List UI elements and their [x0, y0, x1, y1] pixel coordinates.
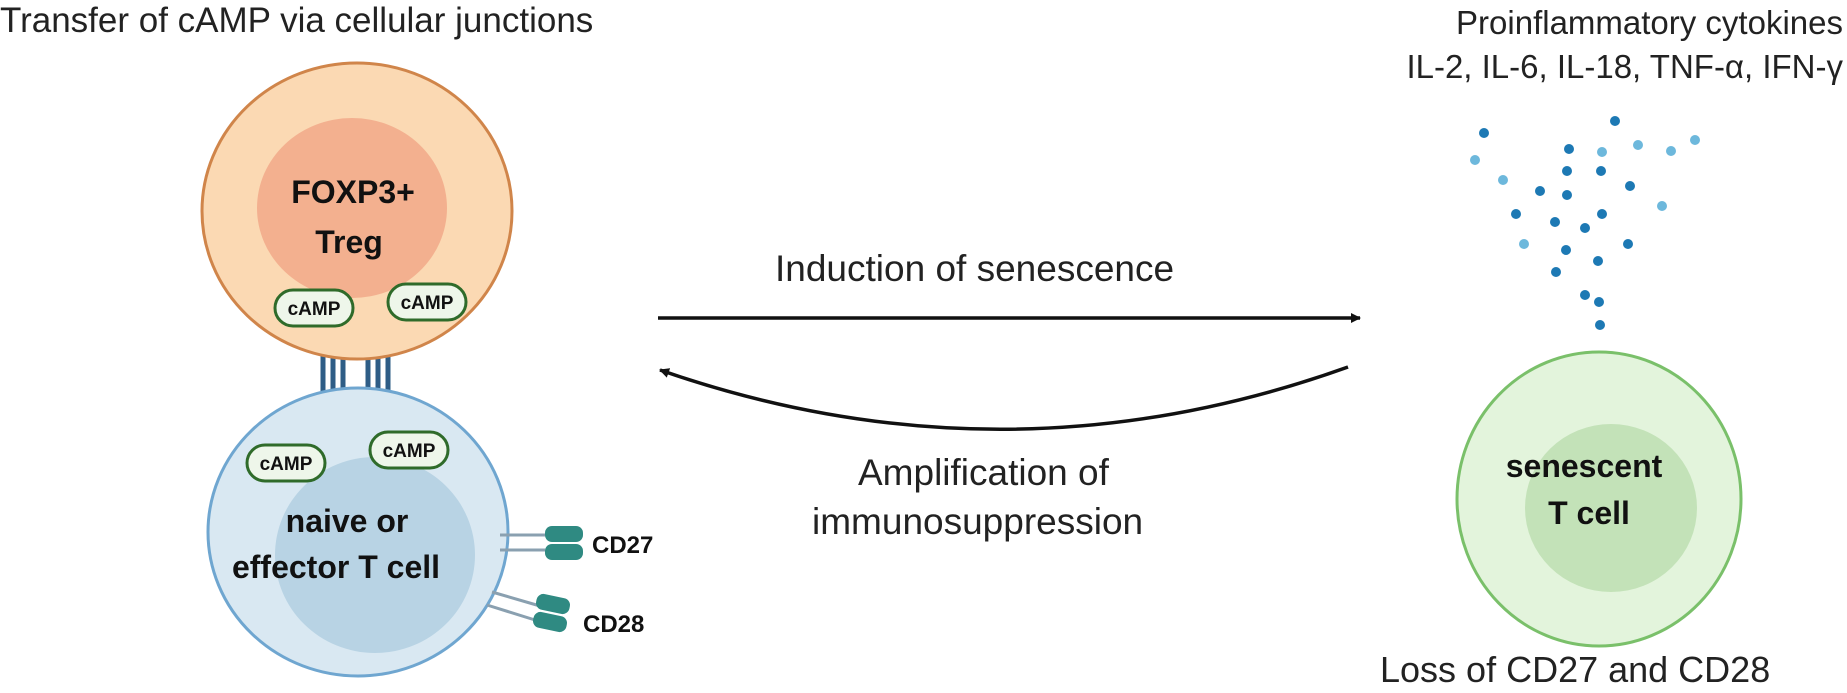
senescent-label-line1: senescent: [1506, 448, 1663, 484]
amplification-label-line1: Amplification of: [858, 452, 1109, 493]
treg-label-line2: Treg: [315, 224, 383, 260]
senescent-cell-nucleus: [1525, 424, 1697, 592]
svg-text:cAMP: cAMP: [401, 293, 454, 314]
svg-text:cAMP: cAMP: [260, 454, 313, 475]
amplification-label-line2: immunosuppression: [812, 501, 1144, 542]
effector-camp-left: cAMP: [245, 443, 327, 483]
treg-camp-left: cAMP: [273, 288, 355, 328]
svg-text:cAMP: cAMP: [383, 441, 436, 462]
cd28-label: CD28: [583, 611, 644, 638]
treg-cell-nucleus: [257, 118, 447, 298]
amplification-arrow: [659, 365, 1349, 431]
treg-cell: FOXP3+ Treg cAMP cAMP: [200, 61, 514, 361]
svg-text:cAMP: cAMP: [288, 299, 341, 320]
cd28-receptor: CD28: [486, 590, 644, 638]
senescent-label-line2: T cell: [1548, 495, 1630, 531]
cytokine-dots: [1470, 116, 1700, 330]
cytokine-title: Proinflammatory cytokines: [1456, 4, 1843, 41]
senescent-t-cell: senescent T cell: [1455, 350, 1743, 648]
effector-cell-nucleus: [275, 457, 475, 653]
effector-label-line1: naive or: [286, 503, 409, 539]
left-title: Transfer of cAMP via cellular junctions: [0, 1, 594, 40]
loss-label: Loss of CD27 and CD28: [1380, 649, 1771, 690]
effector-label-line2: effector T cell: [232, 549, 440, 585]
cd27-receptor: CD27: [500, 526, 653, 560]
cytokine-list: IL-2, IL-6, IL-18, TNF-α, IFN-γ: [1406, 48, 1843, 85]
effector-t-cell: cAMP cAMP naive or effector T cell: [206, 386, 510, 678]
effector-camp-right: cAMP: [368, 430, 450, 470]
treg-camp-right: cAMP: [386, 282, 468, 322]
cd27-label: CD27: [592, 532, 653, 559]
treg-label-line1: FOXP3+: [291, 174, 415, 210]
induction-label: Induction of senescence: [775, 248, 1175, 289]
